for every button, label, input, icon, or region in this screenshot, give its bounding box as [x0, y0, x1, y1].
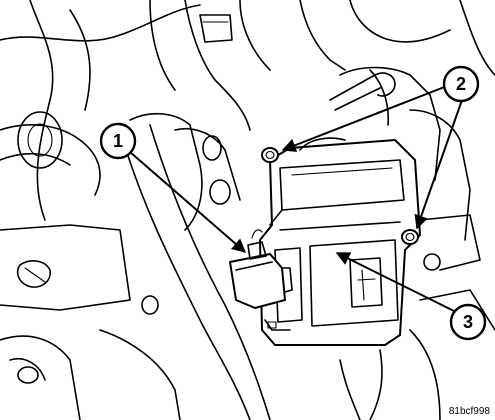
callout-1: 1	[99, 122, 137, 160]
callout-1-label: 1	[113, 131, 123, 151]
module-housing	[259, 137, 421, 346]
leader-lines	[129, 85, 463, 313]
callout-2: 2	[442, 65, 480, 103]
callout-3-label: 3	[463, 312, 473, 332]
mounting-bolt-lower	[401, 229, 419, 245]
callout-2-label: 2	[456, 74, 466, 94]
figure-code: 81bcf998	[449, 406, 491, 417]
electrical-connector	[229, 229, 293, 309]
mounting-bolt-upper	[261, 147, 279, 163]
callout-3: 3	[449, 303, 487, 341]
